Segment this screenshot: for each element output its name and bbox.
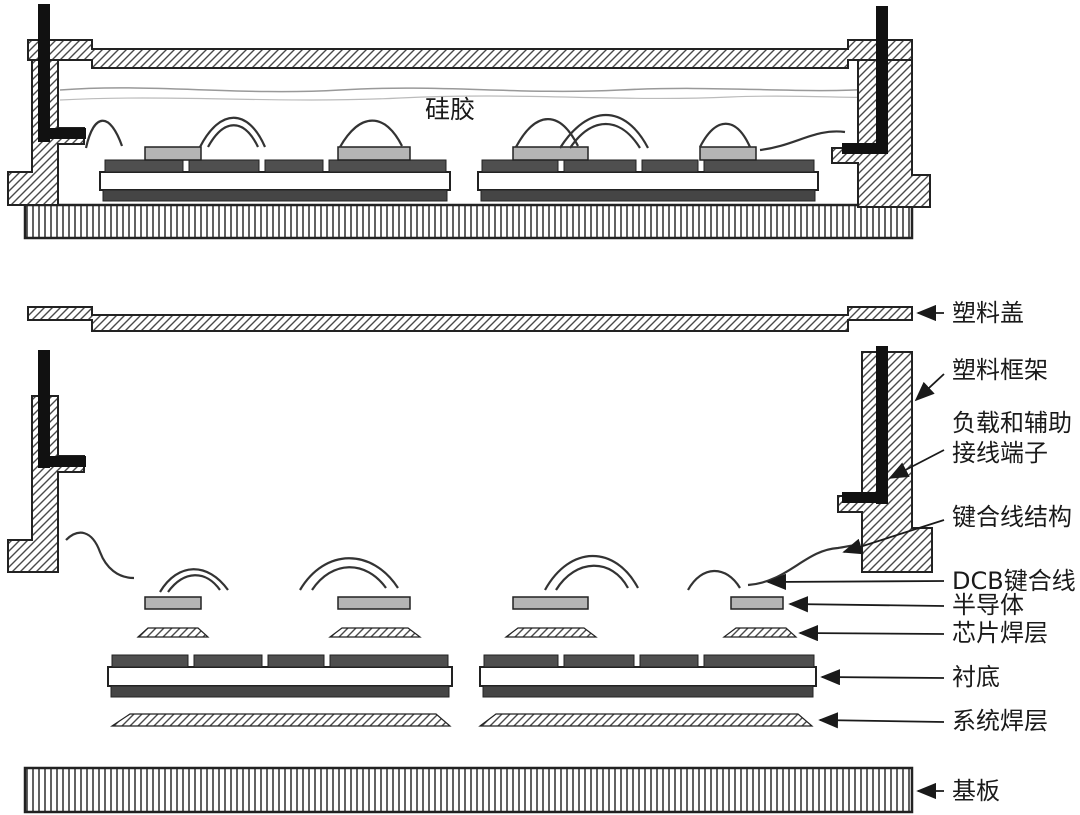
callout-labels: 塑料盖 塑料框架 负载和辅助 接线端子 键合线结构 DCB键合线 半导体 芯片焊… xyxy=(952,299,1076,805)
semiconductor-label: 半导体 xyxy=(952,591,1024,619)
chip-icon xyxy=(144,146,202,161)
assembled-module-view: 硅胶 xyxy=(7,4,931,240)
dcb-bond-wire-label: DCB键合线 xyxy=(952,567,1076,595)
chip-icon xyxy=(699,146,757,161)
chip-icon xyxy=(512,596,589,610)
baseplate-label: 基板 xyxy=(952,777,1000,805)
terminal-pin-right xyxy=(876,6,888,154)
assembled-bond-wires xyxy=(84,113,846,152)
arrow-substrate xyxy=(820,669,945,686)
terminal-foot-right xyxy=(842,143,878,154)
callout-arrows xyxy=(766,304,945,800)
assembled-copper-segments-left xyxy=(104,159,447,173)
assembled-gel-surface xyxy=(59,87,877,101)
arrow-bond-wire-structure xyxy=(842,519,945,555)
exploded-terminal-pin-left xyxy=(38,350,50,468)
load-aux-terminal-label-line2: 接线端子 xyxy=(952,439,1048,467)
exploded-substrate-left xyxy=(107,654,453,698)
arrow-dcb-bond-wire xyxy=(766,573,945,590)
arrow-chip-solder xyxy=(798,625,945,642)
assembled-substrate-right xyxy=(477,159,819,202)
exploded-bond-wires xyxy=(65,531,859,593)
exploded-chip-solder xyxy=(136,627,798,638)
arrow-system-solder xyxy=(818,712,945,729)
terminal-pin-left xyxy=(38,4,50,142)
assembled-plastic-cover xyxy=(27,39,913,69)
exploded-terminal-pin-right xyxy=(876,346,888,504)
arrow-plastic-frame xyxy=(914,373,945,402)
assembled-chips xyxy=(144,146,757,161)
load-aux-terminal-label-line1: 负载和辅助 xyxy=(952,409,1072,437)
chip-icon xyxy=(144,596,202,610)
exploded-terminal-foot-left xyxy=(50,456,86,467)
chip-solder-layer-label: 芯片焊层 xyxy=(952,619,1048,647)
bond-wire-structure-label: 键合线结构 xyxy=(952,503,1072,531)
substrate-label: 衬底 xyxy=(952,663,1000,691)
chip-icon xyxy=(730,596,784,610)
assembled-substrate-left xyxy=(99,159,451,202)
assembled-copper-segments-right xyxy=(481,159,815,173)
arrow-semiconductor xyxy=(788,596,945,613)
exploded-system-solder xyxy=(110,713,814,727)
arrow-terminals xyxy=(888,449,945,479)
exploded-plastic-cover xyxy=(27,306,913,332)
silicone-gel-label: 硅胶 xyxy=(425,95,475,124)
exploded-terminal-foot-right xyxy=(842,492,876,503)
terminal-foot-left xyxy=(50,128,86,139)
system-solder-layer-label: 系统焊层 xyxy=(952,707,1048,735)
chip-icon xyxy=(337,596,411,610)
assembled-baseplate xyxy=(23,203,914,240)
exploded-chips xyxy=(144,596,784,610)
chip-icon xyxy=(512,146,589,161)
exploded-view xyxy=(7,306,933,814)
exploded-baseplate xyxy=(23,766,914,814)
plastic-frame-label: 塑料框架 xyxy=(952,356,1048,384)
exploded-substrate-right xyxy=(479,654,817,698)
plastic-cover-label: 塑料盖 xyxy=(952,299,1024,327)
exploded-frame-left xyxy=(7,395,85,573)
assembled-terminals xyxy=(38,4,888,154)
chip-icon xyxy=(337,146,411,161)
